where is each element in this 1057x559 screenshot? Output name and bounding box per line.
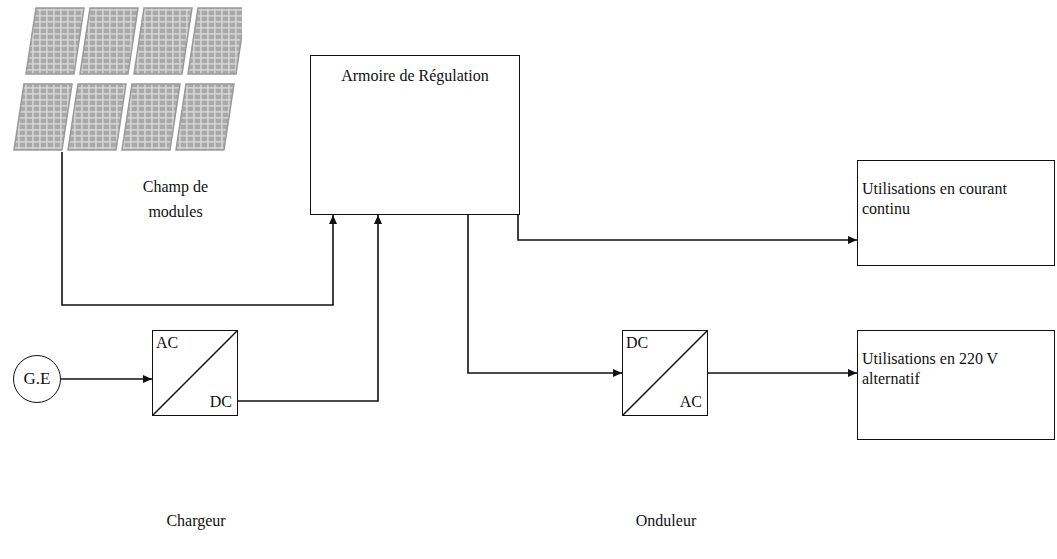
converter-output-label: AC (680, 392, 702, 412)
connector-arrow (468, 215, 622, 373)
field-label: Champ de modules (128, 174, 223, 224)
solar-module (14, 84, 72, 150)
solar-module (80, 8, 138, 74)
solar-module (188, 8, 242, 74)
connector-arrow (708, 372, 857, 374)
load-label: Utilisations en courant continu (862, 179, 1046, 219)
connector-arrow (61, 378, 152, 380)
generator-label: G.E (24, 369, 51, 389)
module-field: Champ de modules (10, 4, 246, 226)
cabinet-label: Armoire de Régulation (319, 66, 511, 86)
regulation-cabinet: Armoire de Régulation (310, 55, 520, 215)
charger-box: ACDCChargeur (152, 330, 238, 416)
dc-load-box: Utilisations en courant continu (857, 160, 1055, 266)
solar-panel-illustration (12, 4, 242, 156)
connector-arrow (518, 215, 857, 240)
solar-module (134, 8, 192, 74)
inverter-box: DCACOnduleur (622, 330, 708, 416)
connector-arrow (238, 215, 378, 401)
converter-name: Chargeur (123, 511, 269, 531)
solar-module (122, 84, 180, 150)
generator-circle: G.E (13, 355, 61, 403)
solar-module (176, 84, 234, 150)
converter-input-label: DC (626, 333, 648, 353)
converter-name: Onduleur (593, 511, 739, 531)
connector-arrow (62, 152, 333, 305)
ac-load-box: Utilisations en 220 V alternatif (857, 330, 1055, 440)
load-label: Utilisations en 220 V alternatif (862, 349, 1046, 389)
solar-module (26, 8, 84, 74)
solar-module (68, 84, 126, 150)
converter-output-label: DC (210, 392, 232, 412)
converter-input-label: AC (156, 333, 178, 353)
